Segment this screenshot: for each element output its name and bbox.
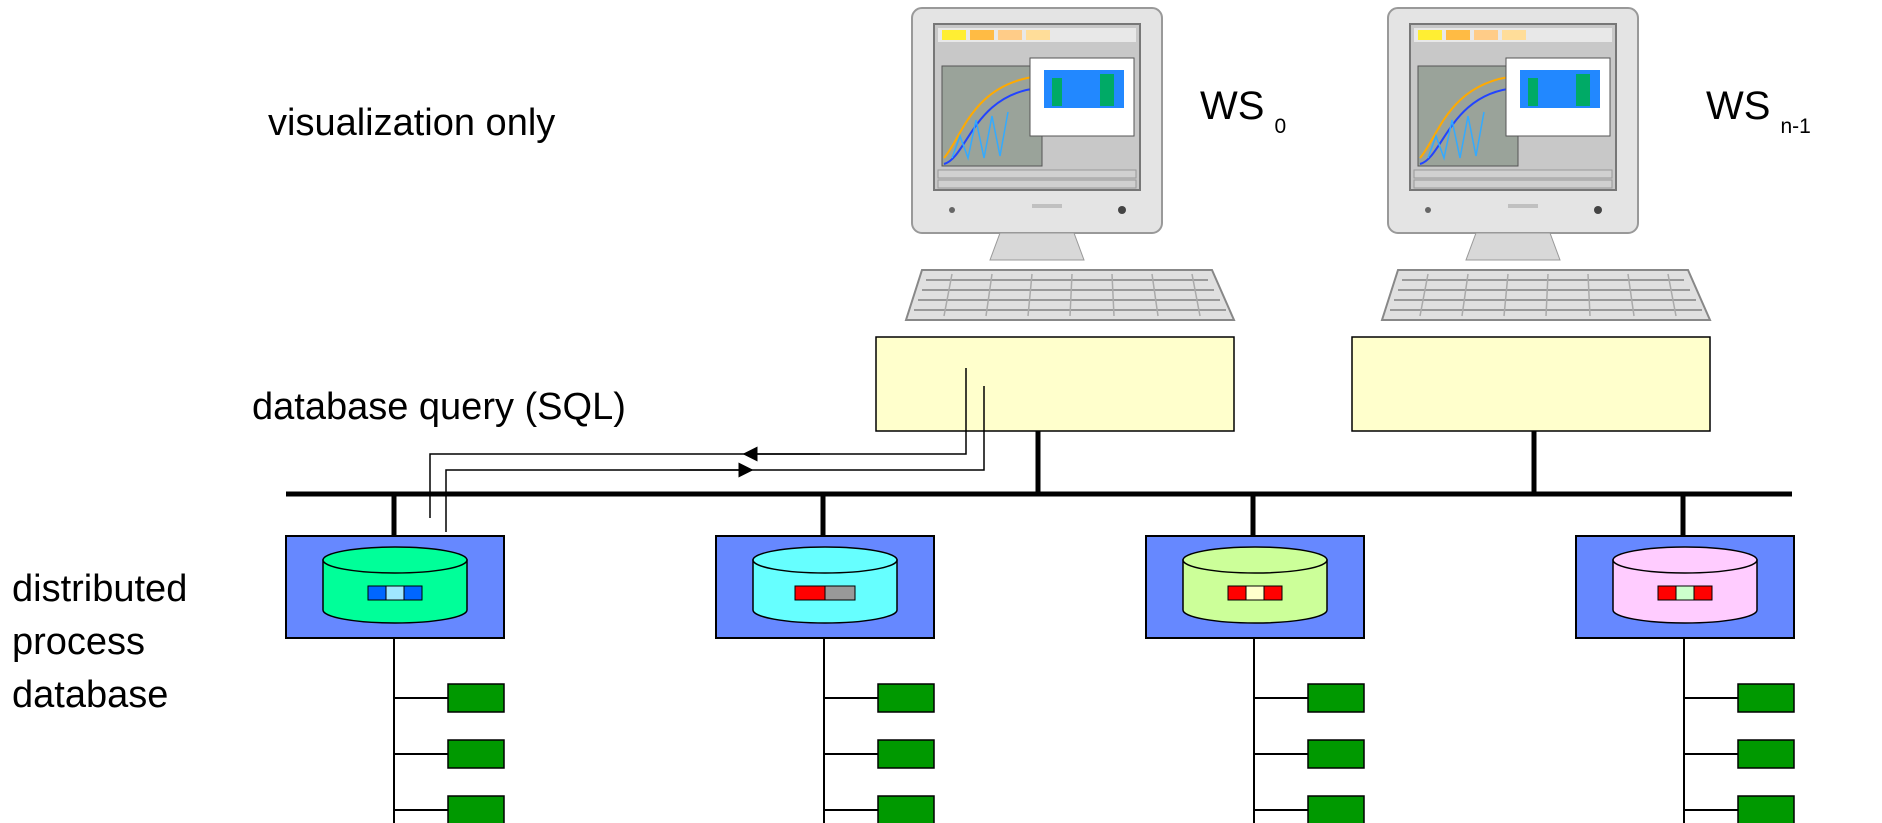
data-segment (794, 585, 826, 601)
workstation-0-computer (905, 7, 1235, 321)
ws-n-1-name: WS (1706, 84, 1771, 128)
field-device (877, 795, 935, 823)
field-device (447, 683, 505, 713)
database-node-0 (285, 535, 505, 823)
distributed-label: distributed (12, 568, 188, 610)
database-cylinder-top (1612, 546, 1758, 574)
ws-n-1-label: WS n-1 (1706, 84, 1811, 139)
data-segment (1263, 585, 1283, 601)
database-cylinder-top (322, 546, 468, 574)
ws-0-subscript: 0 (1274, 115, 1287, 138)
database-node-2 (1145, 535, 1365, 823)
field-device (1737, 683, 1795, 713)
ws-0-label: WS 0 (1200, 84, 1286, 139)
field-device (1307, 795, 1365, 823)
server-box-0 (875, 336, 1235, 432)
field-device (877, 739, 935, 769)
field-device (447, 739, 505, 769)
field-device (447, 795, 505, 823)
database-nodes (285, 535, 1795, 823)
data-segment (1245, 585, 1265, 601)
field-device (1307, 683, 1365, 713)
server-box-1 (1351, 336, 1711, 432)
query-label: database query (SQL) (252, 386, 626, 428)
database-cylinder-top (752, 546, 898, 574)
ws-0-name: WS (1200, 84, 1265, 128)
field-device (1737, 739, 1795, 769)
data-segment (824, 585, 856, 601)
process-label: process (12, 621, 146, 663)
workstation-n-1-computer (1381, 7, 1711, 321)
data-segment (1657, 585, 1677, 601)
database-node-1 (715, 535, 935, 823)
data-segment (1693, 585, 1713, 601)
query-path-outer (429, 368, 967, 518)
data-segment (403, 585, 423, 601)
data-segment (1227, 585, 1247, 601)
data-segment (385, 585, 405, 601)
database-cylinder-top (1182, 546, 1328, 574)
data-segment (367, 585, 387, 601)
field-device (1737, 795, 1795, 823)
data-segment (1675, 585, 1695, 601)
field-device (1307, 739, 1365, 769)
database-node-3 (1575, 535, 1795, 823)
visualization-label: visualization only (268, 102, 556, 144)
ws-n-1-subscript: n-1 (1780, 115, 1811, 138)
database-label: database (12, 674, 169, 716)
field-device (877, 683, 935, 713)
